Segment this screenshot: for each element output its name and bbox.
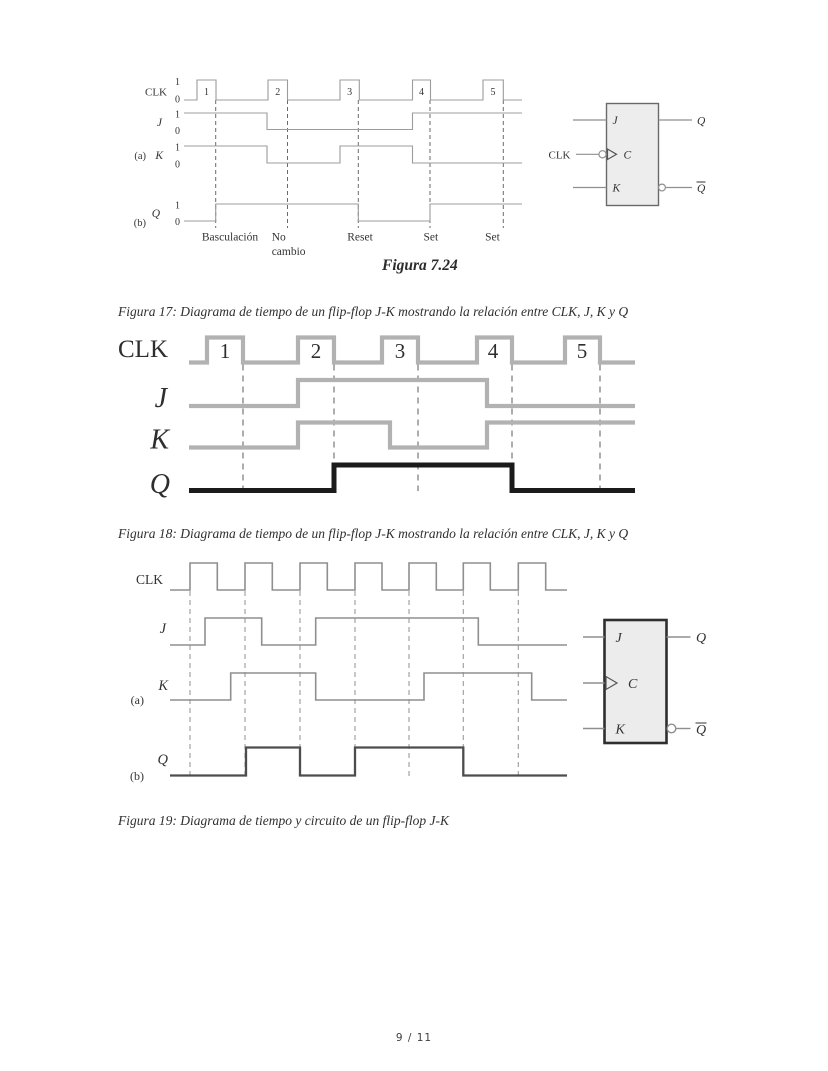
figura-7-24-diagram-pulse-number-5: 5: [491, 87, 496, 98]
jk-flipflop-symbol-fig724-label-k: K: [612, 183, 622, 195]
jk-flipflop-symbol-fig724-clock-triangle-icon: [606, 147, 618, 161]
jk-flipflop-symbol-fig724-label-q: Q: [697, 115, 706, 127]
figura-17-diagram-clk-trace: [189, 335, 635, 365]
figura-19-diagram-q-label: Q: [158, 752, 169, 768]
figura-7-24-diagram-clk-level-0: 0: [175, 95, 180, 106]
figura-17-diagram-pulse-number-4: 4: [488, 339, 499, 363]
figura-17-diagram-pulse-number-5: 5: [577, 339, 588, 363]
figura-7-24-diagram-k-level-1: 1: [175, 143, 180, 154]
jk-flipflop-symbol-fig19-label-q: Q: [696, 631, 706, 646]
figure-18-caption: Figura 18: Diagrama de tiempo de un flip…: [118, 526, 629, 541]
figura-7-24-diagram-k-label: K: [154, 150, 164, 162]
figura-17-diagram-j-trace: [189, 377, 635, 409]
jk-flipflop-symbol-fig724-label-j: J: [613, 115, 619, 127]
jk-flipflop-symbol-fig19-inversion-bubble-1: [666, 723, 677, 734]
figura-17-diagram-pulse-number-1: 1: [220, 339, 231, 363]
figura-19-diagram-j-trace: [170, 617, 567, 646]
figura-7-24-diagram-k-trace: [184, 145, 522, 164]
figura-19-diagram-j-label: J: [160, 621, 167, 637]
figura-17-diagram-j-label: J: [155, 383, 169, 414]
jk-flipflop-symbol-fig724-label-clk: CLK: [549, 149, 571, 161]
jk-flipflop-symbol-fig724: CLK J C K Q Q: [549, 102, 706, 207]
figura-7-24-diagram-annotation-no: No: [272, 232, 286, 244]
page-number: 9 / 11: [395, 1032, 433, 1044]
figura-7-24-diagram-j-level-0: 0: [175, 126, 180, 137]
figura-17-diagram-k-trace: [189, 420, 635, 450]
figura-7-24-title: Figura 7.24: [382, 257, 458, 274]
figura-17-diagram-pulse-number-3: 3: [395, 339, 406, 363]
figura-7-24-diagram-side-label-b: (b): [134, 218, 147, 229]
figura-7-24-diagram-j-level-1: 1: [175, 110, 180, 121]
jk-flipflop-symbol-fig19-clock-triangle-icon: [605, 675, 619, 691]
figura-17-diagram: CLK JKQ 1 2 3 4 5: [118, 335, 635, 500]
figura-19-diagram-side-label-a: (a): [131, 693, 144, 707]
figura-7-24-diagram-pulse-number-1: 1: [204, 87, 209, 98]
figura-19-diagram-clk-label: CLK: [136, 572, 163, 587]
jk-flipflop-symbol-fig724-inversion-bubble-2: [657, 183, 666, 192]
figura-7-24-diagram-annotation-set: Set: [423, 232, 439, 244]
figura-19-diagram: CLK J K Q (a) (b): [130, 562, 567, 783]
figura-19-diagram-k-label: K: [157, 678, 169, 694]
jk-flipflop-symbol-fig724-label-q: Q: [697, 183, 706, 195]
jk-flipflop-symbol-fig19-label-j: J: [616, 631, 623, 646]
figura-7-24-diagram-q-trace: [184, 203, 522, 222]
jk-flipflop-symbol-fig19: J C K Q Q: [583, 618, 707, 745]
jk-flipflop-symbol-fig724-label-c: C: [624, 149, 632, 161]
figura-17-diagram-pulse-number-2: 2: [311, 339, 322, 363]
figura-19-diagram-clk-trace: [170, 562, 567, 591]
figura-7-24-diagram-j-label: J: [157, 117, 163, 129]
jk-flipflop-symbol-fig19-label-q: Q: [696, 723, 706, 738]
figure-19-caption: Figura 19: Diagrama de tiempo y circuito…: [118, 813, 449, 828]
figura-7-24-diagram-side-label-a: (a): [134, 151, 146, 162]
figura-17-diagram-q-trace: [189, 462, 635, 493]
figura-7-24-diagram-annotation-basculaci-n: Basculación: [202, 232, 258, 244]
figura-7-24-diagram-clk-trace: [184, 79, 522, 101]
figura-19-diagram-q-trace: [170, 746, 567, 777]
figura-7-24-diagram-pulse-number-4: 4: [419, 87, 424, 98]
figura-17-diagram-k-label: K: [149, 425, 170, 456]
figura-7-24-diagram-pulse-number-2: 2: [275, 87, 280, 98]
figura-7-24-diagram-q-label: Q: [152, 208, 161, 220]
figura-19-diagram-k-trace: [170, 672, 567, 701]
figura-7-24-diagram-clk-level-1: 1: [175, 77, 180, 88]
jk-flipflop-symbol-fig724-inversion-bubble-1: [598, 150, 607, 159]
figura-7-24-diagram-annotation-set: Set: [485, 232, 501, 244]
figura-7-24-diagram-k-level-0: 0: [175, 160, 180, 171]
figura-7-24-diagram-q-level-0: 0: [175, 217, 180, 228]
jk-flipflop-symbol-fig19-label-k: K: [615, 723, 626, 738]
figura-7-24-diagram-q-level-1: 1: [175, 201, 180, 212]
figura-7-24-diagram-pulse-number-3: 3: [347, 87, 352, 98]
figura-17-diagram-q-label: Q: [150, 469, 170, 500]
figura-7-24-diagram-clk-label: CLK: [145, 87, 167, 99]
figura-17-diagram-clk-label: CLK: [118, 336, 168, 363]
figura-7-24-diagram-j-trace: [184, 112, 522, 131]
figura-7-24-diagram-annotation-cambio: cambio: [272, 246, 306, 258]
figure-17-caption: Figura 17: Diagrama de tiempo de un flip…: [118, 304, 629, 319]
jk-flipflop-symbol-fig19-label-c: C: [628, 677, 638, 692]
figura-19-diagram-side-label-b: (b): [130, 769, 144, 783]
figura-7-24-diagram-annotation-reset: Reset: [347, 232, 373, 244]
